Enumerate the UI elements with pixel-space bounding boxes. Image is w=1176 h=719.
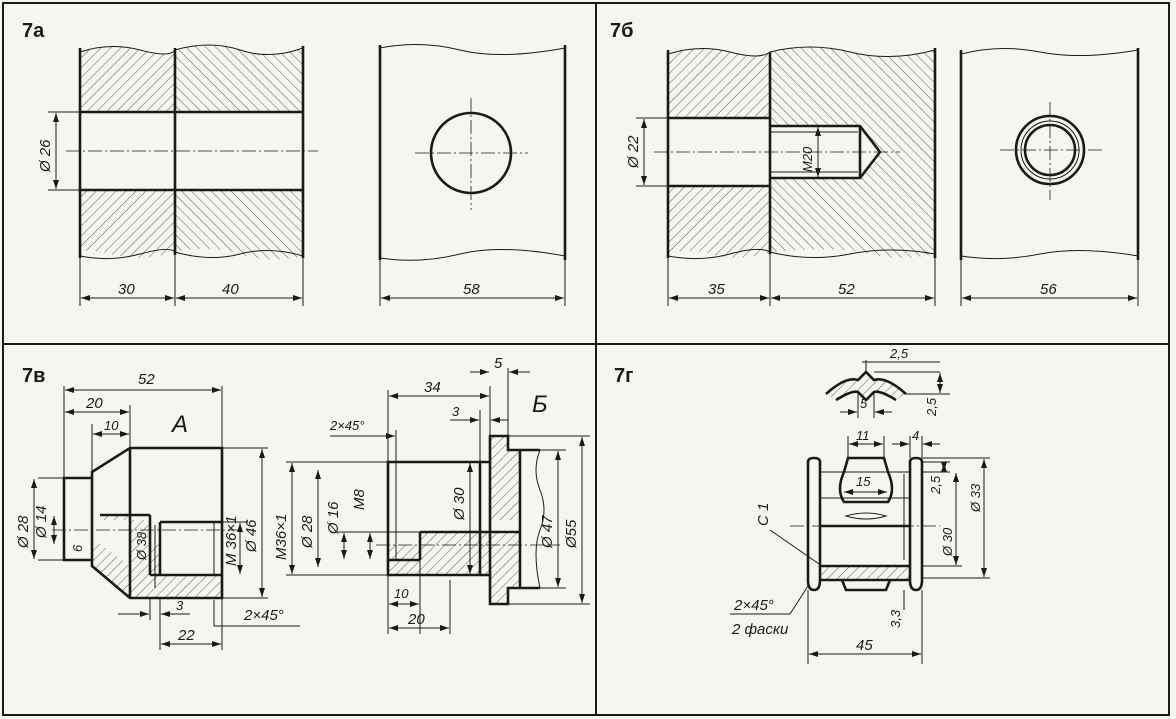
- dim-7v-b-d55: Ø55: [563, 519, 580, 549]
- dim-7g-15: 15: [856, 474, 871, 489]
- part-a-name: А: [170, 411, 188, 438]
- dim-7v-b-d30: Ø 30: [451, 487, 468, 521]
- panel-7g-section: 11 4 15 2,5 Ø 30 Ø 33 С 1 2×45°: [730, 428, 990, 664]
- panel-7a: 7а Ø 26 30 40: [22, 20, 567, 306]
- dim-7v-b-chamfer: 2×45°: [329, 418, 364, 433]
- panel-7b-side-view: 56: [959, 47, 1140, 306]
- part-b-name: Б: [532, 391, 548, 418]
- dim-7v-b-10: 10: [394, 586, 409, 601]
- dim-7g-5: 5: [860, 396, 868, 411]
- dim-7v-b-34: 34: [424, 379, 441, 396]
- dim-7g-45: 45: [856, 637, 873, 654]
- panel-7g: 7г 2,5 2,5 5: [614, 346, 990, 664]
- dim-7v-a-20: 20: [85, 395, 103, 412]
- dim-7g-chamfer-note: 2 фаски: [731, 621, 789, 638]
- dim-7v-a-6: 6: [70, 544, 85, 552]
- panel-7b-label: 7б: [610, 20, 633, 42]
- dim-7v-a-m36: M 36×1: [223, 516, 240, 566]
- panel-7g-detail: 2,5 2,5 5: [825, 346, 950, 418]
- dim-7v-a-d38: Ø 38: [134, 531, 149, 561]
- dim-7v-b-d28: Ø 28: [299, 515, 316, 549]
- dim-7b-d22: Ø 22: [625, 135, 642, 169]
- dim-7g-25a: 2,5: [889, 346, 909, 361]
- panel-7v-label: 7в: [22, 365, 45, 387]
- dim-7v-b-d47: Ø 47: [539, 515, 556, 549]
- dim-7v-a-d28: Ø 28: [15, 515, 32, 549]
- dim-7v-a-d46: Ø 46: [243, 519, 260, 553]
- panel-7a-section-view: Ø 26 30 40: [37, 44, 318, 306]
- dim-7a-58: 58: [463, 281, 480, 298]
- dim-7b-52: 52: [838, 281, 855, 298]
- dim-7v-b-m8: M8: [351, 489, 368, 510]
- panel-7a-label: 7а: [22, 20, 45, 42]
- dim-7v-b-d16: Ø 16: [325, 501, 342, 535]
- dim-7g-c1: С 1: [755, 503, 772, 526]
- dim-7g-25c: 2,5: [928, 475, 943, 495]
- dim-7v-a-chamfer: 2×45°: [243, 607, 284, 624]
- panel-7b: 7б M20 Ø 22: [610, 20, 1140, 306]
- dim-7v-a-d14: Ø 14: [33, 505, 50, 539]
- dim-7g-33b: 3,3: [888, 609, 903, 628]
- dim-7v-b-m36: M36×1: [273, 514, 290, 560]
- part-a: А 52 20 10: [15, 371, 300, 650]
- dim-7g-25b: 2,5: [924, 397, 939, 417]
- dim-7v-b-5: 5: [494, 355, 503, 372]
- dim-7v-a-22: 22: [177, 627, 195, 644]
- dim-7v-b-20: 20: [407, 611, 425, 628]
- part-b: Б 34 5 3: [273, 355, 590, 634]
- dim-7g-d33: Ø 33: [968, 483, 983, 513]
- dim-7b-35: 35: [708, 281, 725, 298]
- dim-7v-a-52: 52: [138, 371, 155, 388]
- dim-7b-56: 56: [1040, 281, 1057, 298]
- dim-7v-a-10: 10: [104, 418, 119, 433]
- panel-7v: 7в А 52 20: [15, 355, 590, 650]
- dim-7g-chamfer: 2×45°: [733, 597, 774, 614]
- dim-7g-4: 4: [912, 428, 919, 443]
- dim-7g-11: 11: [856, 428, 870, 443]
- panel-7g-label: 7г: [614, 365, 633, 387]
- dim-7a-30: 30: [118, 281, 135, 298]
- dim-7b-m20: M20: [800, 146, 815, 172]
- dim-7v-a-3: 3: [176, 598, 184, 613]
- dim-7g-d30: Ø 30: [940, 527, 955, 557]
- panel-7b-section-view: M20 Ø 22 35 52: [625, 46, 937, 306]
- dim-7a-d26: Ø 26: [37, 139, 54, 173]
- panel-7a-side-view: 58: [378, 43, 567, 306]
- dim-7a-40: 40: [222, 281, 239, 298]
- dim-7v-b-3: 3: [452, 404, 460, 419]
